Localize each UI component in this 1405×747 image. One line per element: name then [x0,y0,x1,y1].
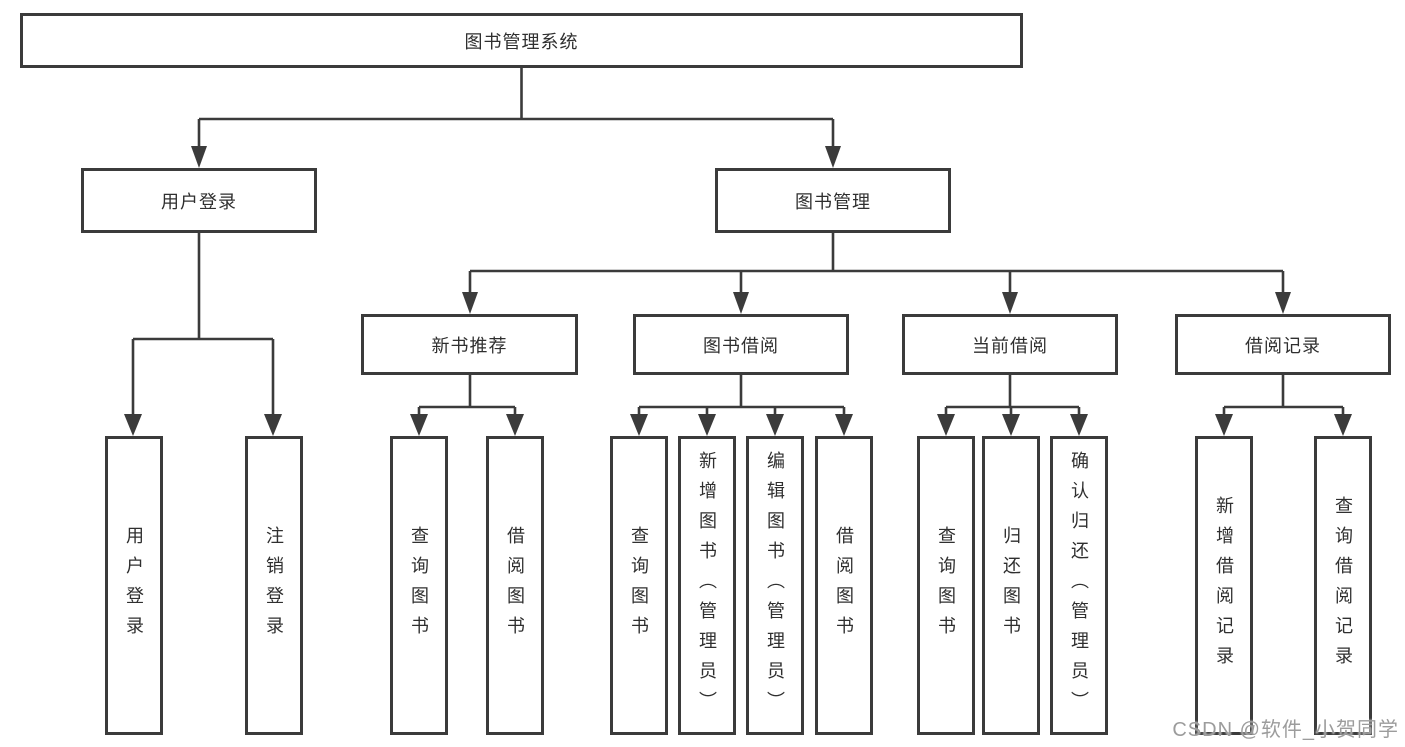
leaf-logout-login: 注销登录 [245,436,303,735]
leaf-current-return-books: 归还图书 [982,436,1040,735]
connector-current-to-leaves [944,375,1081,416]
connector-userlogin-to-leaves [131,233,275,416]
leaf-borrow-borrow-books: 借阅图书 [815,436,873,735]
leaf-records-add-borrow-record: 新增借阅记录 [1195,436,1253,735]
node-root-system: 图书管理系统 [20,13,1023,68]
leaf-newbook-query-books: 查询图书 [390,436,448,735]
node-current-borrowing: 当前借阅 [902,314,1118,375]
csdn-watermark: CSDN @软件_小贺同学 [1172,719,1399,741]
leaf-borrow-query-books: 查询图书 [610,436,668,735]
leaf-user-login: 用户登录 [105,436,163,735]
leaf-current-query-books: 查询图书 [917,436,975,735]
connector-bookmgmt-to-level3 [468,233,1285,294]
node-book-management: 图书管理 [715,168,951,233]
connector-root-to-level2 [197,68,835,148]
connector-newbook-to-leaves [417,375,517,416]
node-user-login: 用户登录 [81,168,317,233]
leaf-records-query-borrow-record: 查询借阅记录 [1314,436,1372,735]
leaf-borrow-add-books-admin: 新增图书（管理员） [678,436,736,735]
connector-records-to-leaves [1222,375,1345,416]
node-borrowing-records: 借阅记录 [1175,314,1391,375]
connector-borrow-to-leaves [637,375,846,416]
node-book-borrowing: 图书借阅 [633,314,849,375]
leaf-borrow-edit-books-admin: 编辑图书（管理员） [746,436,804,735]
leaf-newbook-borrow-books: 借阅图书 [486,436,544,735]
node-new-book-recommendation: 新书推荐 [361,314,578,375]
leaf-current-confirm-return-admin: 确认归还（管理员） [1050,436,1108,735]
